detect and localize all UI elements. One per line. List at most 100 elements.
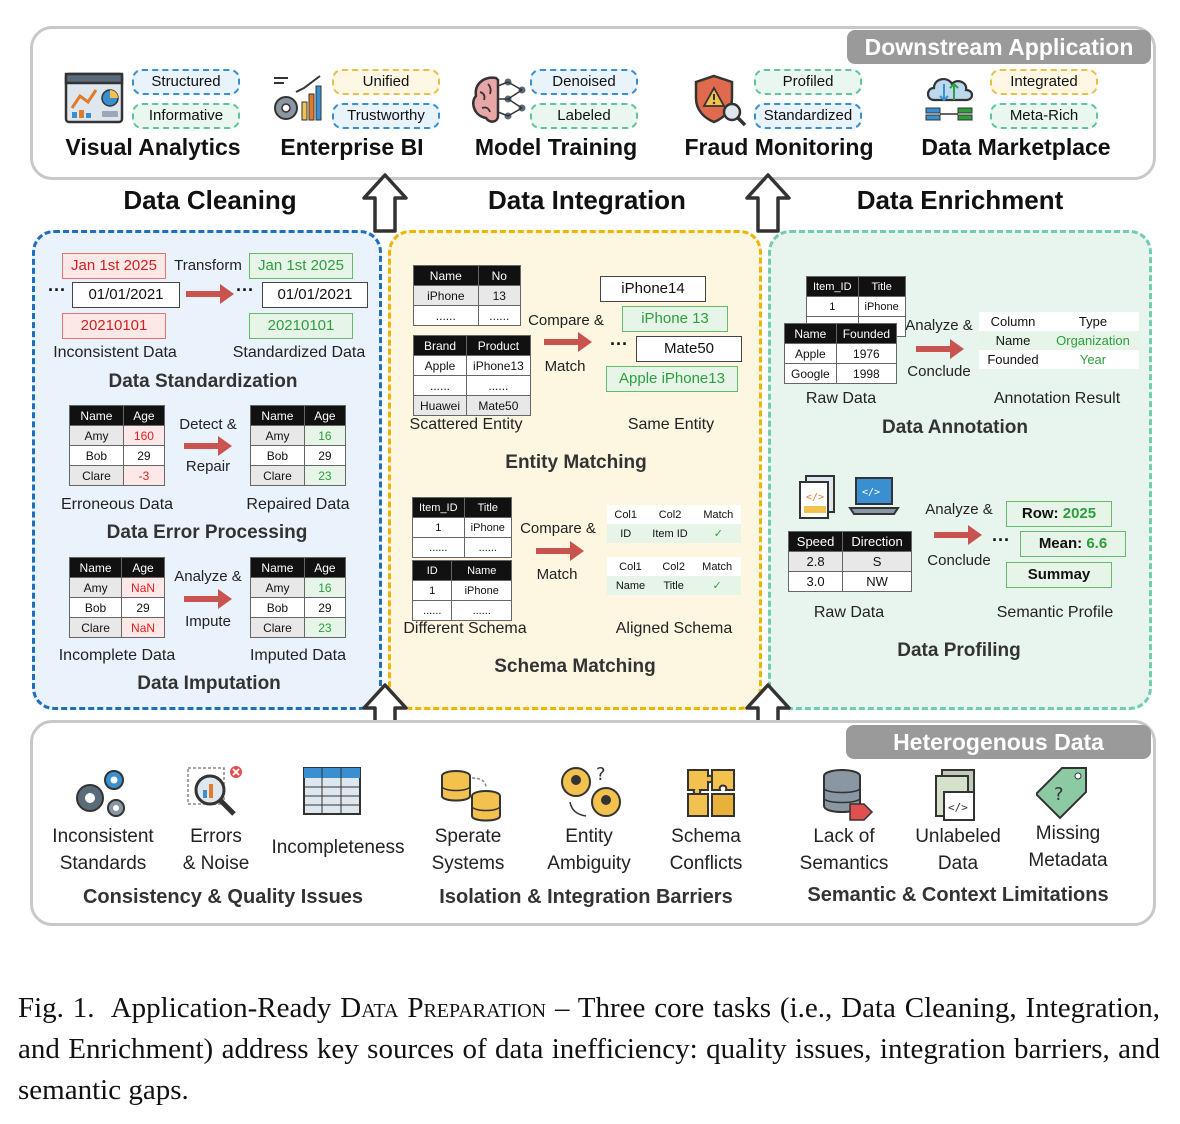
entity-result-1: iPhone14 [600, 276, 706, 302]
cell: 29 [303, 445, 347, 466]
cell-error: -3 [122, 465, 166, 486]
cell: Name [615, 579, 646, 592]
cell: iPhone [463, 517, 513, 538]
cell: Amy [250, 577, 305, 598]
cell: 29 [122, 445, 166, 466]
cell: ...... [413, 305, 479, 326]
col: Direction [842, 531, 912, 552]
conclude-arrow [916, 339, 964, 359]
cell: Amy [69, 425, 124, 446]
cell: 29 [303, 597, 347, 618]
cell: Apple [412, 355, 468, 376]
cell: iPhone13 [466, 355, 531, 376]
col: Founded [835, 323, 898, 344]
match-arrow [536, 541, 584, 561]
conclude-label: Conclude [907, 363, 971, 380]
tag-informative: Informative [132, 103, 240, 129]
ellipsis: ··· [48, 280, 66, 300]
cell: Clare [250, 617, 305, 638]
issue-line: Semantics [799, 853, 889, 874]
issue-line: Sperate [434, 826, 502, 847]
cell: Bob [68, 597, 123, 618]
cell-missing: NaN [121, 617, 165, 638]
issue-incompleteness: Incompleteness [262, 834, 414, 861]
impute-arrow [184, 589, 232, 609]
col: Match [702, 560, 733, 573]
mean-value: 6.6 [1086, 535, 1108, 552]
cell: Clare [68, 617, 123, 638]
std-value-date-text: Jan 1st 2025 [249, 253, 353, 279]
same-entity-label: Same Entity [627, 416, 715, 433]
cell: 1998 [835, 363, 898, 384]
col: Name [784, 323, 837, 344]
cell: ...... [477, 305, 522, 326]
cell: 1976 [835, 343, 898, 364]
std-value-compact-date: 20210101 [249, 313, 353, 339]
aligned-schema-label: Aligned Schema [615, 620, 733, 637]
data-standardization-title: Data Standardization [108, 371, 298, 392]
issue-line: Data [937, 853, 979, 874]
match-arrow [544, 332, 592, 352]
inconsistent-data-label: Inconsistent Data [53, 344, 177, 361]
gears-icon [76, 770, 125, 817]
svg-text:</>: </> [948, 801, 968, 814]
cell: Name [995, 333, 1031, 348]
raw-data-label: Raw Data [813, 604, 885, 621]
laptop-code-icon: </> [848, 477, 900, 515]
up-arrow-icon [362, 173, 408, 233]
cell: 1 [411, 580, 453, 601]
data-annotation-title: Data Annotation [881, 417, 1028, 438]
transform-arrow [186, 284, 234, 304]
svg-text:</>: </> [806, 492, 824, 503]
col-age: Age [303, 405, 347, 426]
incomplete-data-label: Incomplete Data [58, 647, 176, 664]
cell: ID [620, 527, 632, 540]
caption-rest: – Three core tasks (i.e., Data Cleaning,… [18, 992, 1161, 1106]
mean-box: Mean: 6.6 [1020, 531, 1126, 557]
cell: Bob [250, 597, 305, 618]
repair-label: Repair [185, 458, 231, 475]
scattered-entity-label: Scattered Entity [409, 416, 523, 433]
conclude-label: Conclude [927, 552, 991, 569]
entity-result-2: iPhone 13 [622, 306, 728, 332]
ellipsis: ··· [236, 280, 254, 300]
data-imputation-title: Data Imputation [137, 673, 281, 694]
col-name: Name [250, 405, 305, 426]
col: No [477, 265, 522, 286]
tag-unified: Unified [332, 69, 440, 95]
match-label: Match [544, 358, 586, 375]
cell: Mate50 [466, 395, 531, 416]
col: Item_ID [412, 497, 465, 518]
dashboard-icon [64, 72, 124, 124]
cell-imputed: 16 [303, 577, 347, 598]
col-age: Age [122, 405, 166, 426]
issue-line: Standards [59, 853, 147, 874]
cell-fixed: 23 [303, 465, 347, 486]
databases-icon [441, 770, 501, 822]
downstream-banner: Downstream Application [847, 30, 1151, 64]
analyze-label: Analyze & [905, 317, 973, 334]
col: Brand [412, 335, 468, 356]
issue-missing-metadata: Missing Metadata [1018, 820, 1118, 874]
cell-error: 160 [122, 425, 166, 446]
cell: Clare [250, 465, 305, 486]
col: Name [413, 265, 479, 286]
group-consistency-quality: Consistency & Quality Issues [82, 886, 364, 908]
col: Col1 [614, 508, 637, 521]
col: Name [451, 560, 512, 581]
row-count-label: Row: [1021, 505, 1059, 522]
brain-network-icon [472, 76, 526, 123]
tag-trustworthy: Trustworthy [332, 103, 440, 129]
cell: NW [842, 571, 912, 592]
cell: ...... [412, 537, 465, 558]
magnifier-chart-icon [187, 766, 242, 816]
cell-type: Organization [1056, 333, 1130, 348]
transform-label: Transform [174, 257, 242, 274]
cell: ...... [451, 600, 512, 621]
issue-lack-of-semantics: Lack of Semantics [796, 823, 892, 877]
